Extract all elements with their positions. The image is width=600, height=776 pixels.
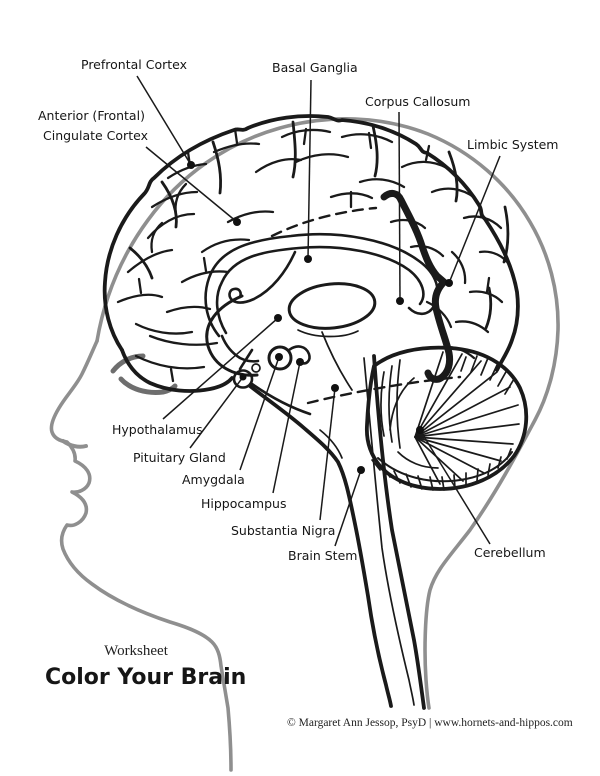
label-amygdala: Amygdala <box>182 472 245 487</box>
leader-cingulate-cortex <box>145 146 238 223</box>
thalamus-oval <box>287 282 377 330</box>
cord-inner-line <box>363 357 415 706</box>
hypothalamus-floor <box>220 334 260 363</box>
leader-hippocampus <box>272 361 301 494</box>
corpus-callosum-inner <box>215 245 425 335</box>
brain-drawing <box>102 114 529 710</box>
label-substantia-nigra: Substantia Nigra <box>231 523 335 538</box>
sylvian-fissure <box>205 294 259 377</box>
label-hypothalamus: Hypothalamus <box>112 422 203 437</box>
dot-hippocampus <box>296 358 304 366</box>
dot-cingulate-cortex <box>233 218 241 226</box>
cerebrum-outline <box>102 114 520 372</box>
hippocampus-curl <box>287 345 311 365</box>
dot-basal-ganglia <box>304 255 312 263</box>
limbic-system-bracket <box>380 189 454 383</box>
midbrain-front-edge <box>321 331 353 391</box>
label-cerebellum: Cerebellum <box>474 545 546 560</box>
leader-substantia-nigra <box>319 387 336 521</box>
label-basal-ganglia: Basal Ganglia <box>272 60 358 75</box>
label-prefrontal-cortex: Prefrontal Cortex <box>81 57 187 72</box>
dot-brain-stem <box>357 466 365 474</box>
mammillary-body <box>251 363 261 373</box>
cortex-gyri <box>116 127 512 383</box>
vermis-striations <box>380 359 401 449</box>
face-profile <box>49 339 233 772</box>
cord-right-edge <box>372 354 426 710</box>
dot-pituitary-gland <box>239 373 247 381</box>
temporal-bottom-edge <box>120 348 234 393</box>
nostril <box>61 439 88 449</box>
cerebellum-fan <box>389 351 520 485</box>
dot-substantia-nigra <box>331 384 339 392</box>
dot-amygdala <box>275 353 283 361</box>
dashed-cingulate-boundary <box>270 206 378 238</box>
midbrain-boundary <box>250 382 312 416</box>
hypothalamic-sulcus <box>297 329 359 338</box>
brainstem-left-edge <box>248 384 393 708</box>
pituitary-gland-shape <box>232 369 254 389</box>
dot-limbic-system <box>445 279 453 287</box>
page-title: Color Your Brain <box>45 665 246 690</box>
leader-lines <box>136 75 501 547</box>
cerebellum-band-ticks <box>371 448 512 491</box>
dot-corpus-callosum <box>396 297 404 305</box>
worksheet-kicker: Worksheet <box>104 643 169 659</box>
leader-brain-stem <box>334 469 362 547</box>
label-anterior-cingulate-line1: Anterior (Frontal) <box>38 108 145 123</box>
cerebellum-wedge-striations <box>460 355 515 395</box>
label-hippocampus: Hippocampus <box>201 496 286 511</box>
dot-prefrontal-cortex <box>187 161 195 169</box>
fornix <box>228 250 297 304</box>
pons-detail <box>319 429 343 459</box>
skull-outline <box>95 117 560 710</box>
label-pituitary-gland: Pituitary Gland <box>133 450 226 465</box>
leader-corpus-callosum <box>398 111 401 302</box>
credit-line: © Margaret Ann Jessop, PsyD | www.hornet… <box>287 717 573 729</box>
leader-pituitary-gland <box>189 376 244 449</box>
label-corpus-callosum: Corpus Callosum <box>365 94 470 109</box>
dot-hypothalamus <box>274 314 282 322</box>
part-labels: Prefrontal Cortex Anterior (Frontal) Cin… <box>38 57 558 563</box>
leader-cerebellum <box>419 429 491 545</box>
footer: Worksheet Color Your Brain © Margaret An… <box>45 643 573 729</box>
amygdala-shape <box>267 345 293 371</box>
head-profile-outline <box>49 117 560 772</box>
label-anterior-cingulate-line2: Cingulate Cortex <box>43 128 148 143</box>
dot-cerebellum <box>416 426 424 434</box>
label-brain-stem: Brain Stem <box>288 548 357 563</box>
leader-hypothalamus <box>162 317 279 420</box>
pituitary-stalk <box>238 348 254 371</box>
leader-basal-ganglia <box>307 79 312 260</box>
leader-limbic-system <box>448 155 501 284</box>
label-limbic-system: Limbic System <box>467 137 558 152</box>
leader-amygdala <box>239 356 280 471</box>
leader-prefrontal-cortex <box>136 75 192 166</box>
